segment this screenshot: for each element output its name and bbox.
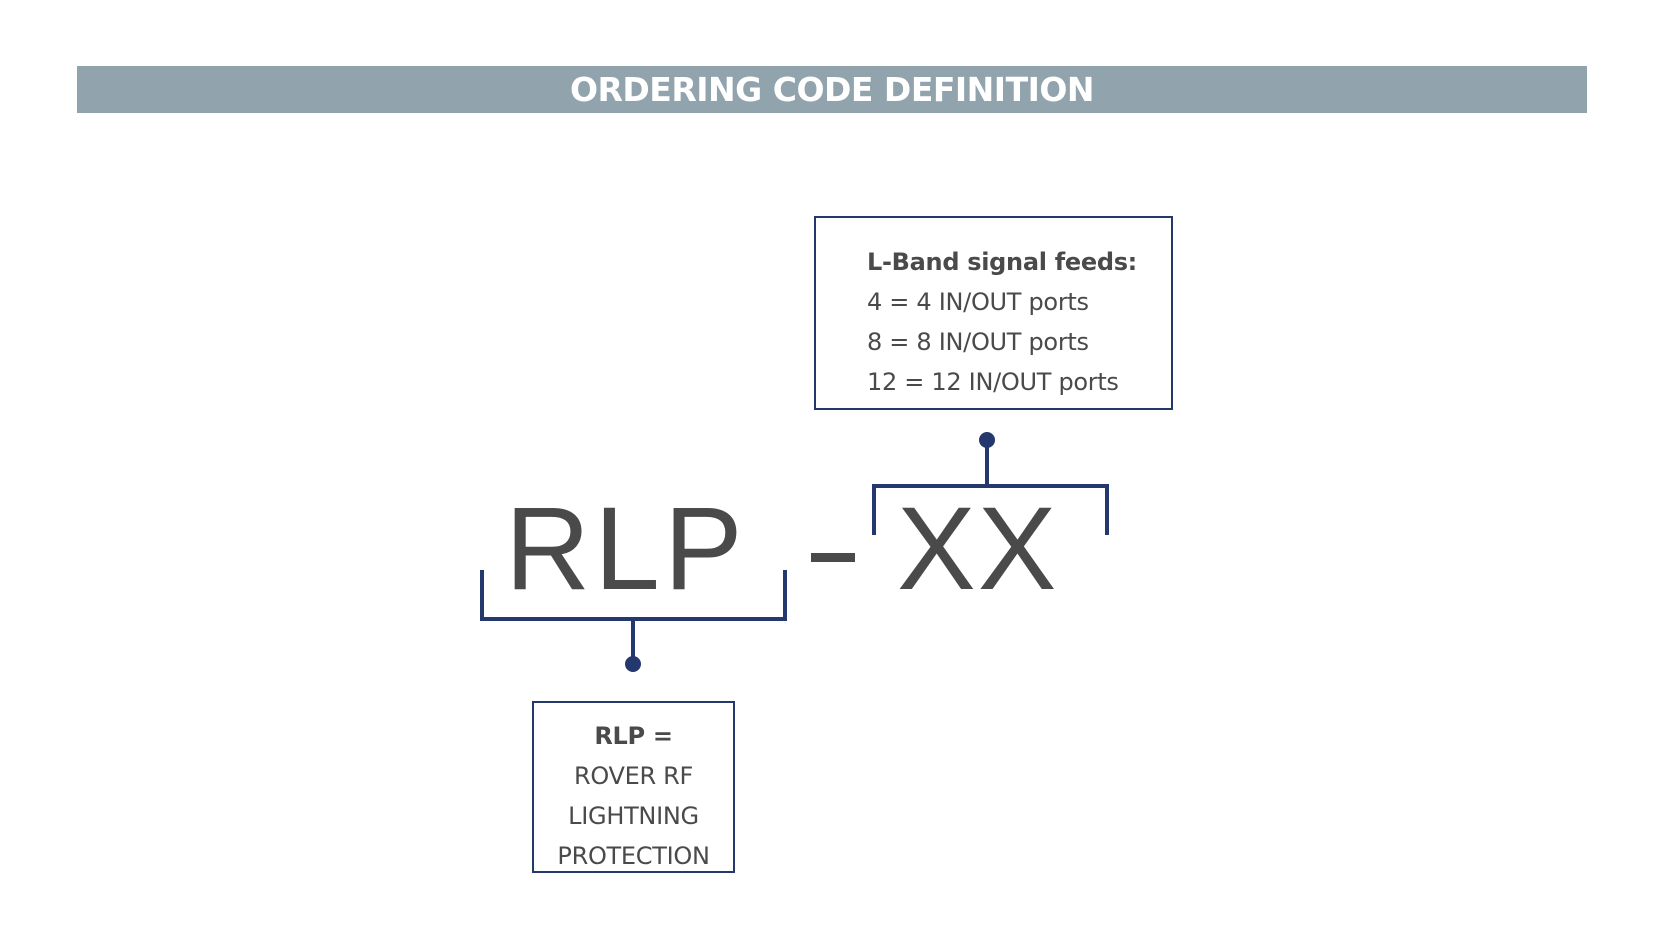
header-bar: ORDERING CODE DEFINITION: [77, 66, 1587, 113]
xx-bracket: [872, 484, 1109, 535]
feeds-option: 8 = 8 IN/OUT ports: [867, 328, 1089, 356]
feeds-heading: L-Band signal feeds:: [867, 248, 1137, 276]
rlp-definition-line: ROVER RF: [573, 762, 694, 790]
rlp-definition-line: LIGHTNING: [568, 802, 699, 830]
rlp-definition-box: RLP = ROVER RF LIGHTNING PROTECTION: [532, 701, 735, 873]
feeds-option: 4 = 4 IN/OUT ports: [867, 288, 1089, 316]
rlp-connector-dot: [625, 656, 641, 672]
feeds-definition-box: L-Band signal feeds: 4 = 4 IN/OUT ports …: [814, 216, 1173, 410]
code-suffix: XX: [897, 483, 1059, 615]
xx-connector-dot: [979, 432, 995, 448]
feeds-option: 12 = 12 IN/OUT ports: [867, 368, 1119, 396]
rlp-heading: RLP =: [594, 722, 673, 750]
code-prefix: RLP: [505, 483, 747, 615]
code-dash: [811, 553, 855, 562]
page-title: ORDERING CODE DEFINITION: [569, 70, 1095, 109]
rlp-definition-line: PROTECTION: [557, 842, 710, 870]
